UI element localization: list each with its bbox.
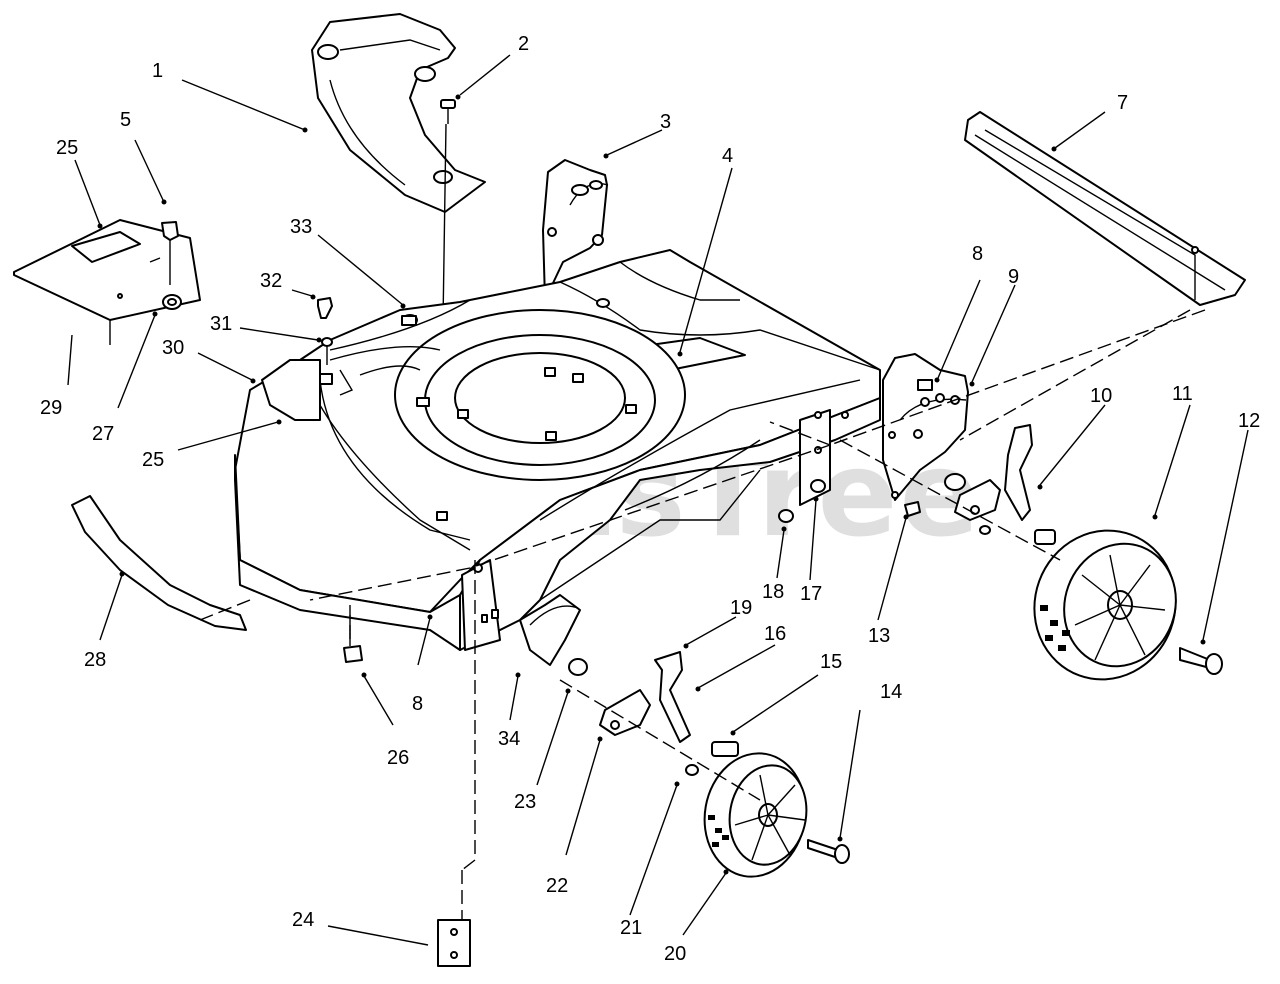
top-cover-plate-part-29[interactable]: [13, 219, 201, 345]
callout-27: 27: [92, 423, 114, 445]
callout-33: 33: [290, 216, 312, 238]
washer-part-9[interactable]: [944, 473, 966, 491]
axle-arm-part-22[interactable]: [599, 689, 651, 736]
leader-dots: [97, 94, 1206, 875]
callout-25-top: 25: [56, 137, 78, 159]
height-adjuster-bracket-part-8[interactable]: [882, 353, 969, 501]
clip-part-26[interactable]: [343, 645, 363, 663]
callout-14: 14: [880, 681, 902, 703]
callout-26: 26: [387, 747, 409, 769]
callout-13: 13: [868, 625, 890, 647]
callout-15: 15: [820, 651, 842, 673]
callout-7: 7: [1117, 92, 1128, 114]
callout-22: 22: [546, 875, 568, 897]
callout-29: 29: [40, 397, 62, 419]
rear-baffle-part[interactable]: [311, 13, 486, 213]
callout-16: 16: [764, 623, 786, 645]
callout-4: 4: [722, 145, 733, 167]
height-adjuster-part-34[interactable]: [519, 594, 581, 666]
assembly-lines: [199, 309, 1206, 920]
callout-20: 20: [664, 943, 686, 965]
washer-part-23[interactable]: [568, 658, 588, 676]
bolt-part-5[interactable]: [161, 221, 179, 285]
washer-part-31[interactable]: [321, 337, 333, 365]
screw-part-13[interactable]: [904, 501, 921, 517]
nut-part-18[interactable]: [778, 509, 794, 523]
callout-34: 34: [498, 728, 520, 750]
callout-3: 3: [660, 111, 671, 133]
front-bar-part-28[interactable]: [71, 495, 247, 631]
spring-clip-part-19[interactable]: [654, 651, 691, 743]
callout-8-front: 8: [412, 693, 423, 715]
callout-10: 10: [1090, 385, 1112, 407]
leader-lines: [67, 54, 1249, 946]
callout-labels: 1 2 3 4 5 25 7 8 9 10 11 12 33 32 31 30 …: [40, 33, 1260, 965]
callout-31: 31: [210, 313, 232, 335]
callout-28: 28: [84, 649, 106, 671]
front-wheel-part-20[interactable]: [695, 745, 815, 884]
callout-25-front: 25: [142, 449, 164, 471]
callout-17: 17: [800, 583, 822, 605]
wheel-bolt-part-12[interactable]: [1179, 647, 1223, 675]
callout-32: 32: [260, 270, 282, 292]
callout-24: 24: [292, 909, 314, 931]
washer-part-21[interactable]: [685, 764, 699, 776]
nut-part-17[interactable]: [810, 479, 826, 493]
callout-9: 9: [1008, 266, 1019, 288]
callout-1: 1: [152, 60, 163, 82]
callout-19: 19: [730, 597, 752, 619]
bolt-part-15[interactable]: [711, 741, 739, 757]
front-chute-mount-part-30[interactable]: [261, 359, 354, 421]
callout-5: 5: [120, 109, 131, 131]
callout-12: 12: [1238, 410, 1260, 432]
callout-18: 18: [762, 581, 784, 603]
callout-23: 23: [514, 791, 536, 813]
clip-part-33[interactable]: [401, 315, 417, 326]
callout-8-right: 8: [972, 243, 983, 265]
mower-deck-part-4[interactable]: [234, 249, 881, 651]
height-adjuster-bracket-part-3[interactable]: [542, 159, 609, 301]
nut-part-27[interactable]: [162, 294, 182, 310]
callout-21: 21: [620, 917, 642, 939]
screw-part-32[interactable]: [317, 297, 333, 319]
callout-30: 30: [162, 337, 184, 359]
plate-part-24[interactable]: [437, 919, 471, 967]
callout-2: 2: [518, 33, 529, 55]
axle-arm-part-10[interactable]: [954, 424, 1056, 545]
wheel-bolt-part-14[interactable]: [807, 839, 850, 864]
rear-wheel-part-11[interactable]: [1014, 511, 1197, 700]
rear-trailing-shield-part-7[interactable]: [964, 111, 1246, 306]
callout-11: 11: [1172, 383, 1193, 405]
